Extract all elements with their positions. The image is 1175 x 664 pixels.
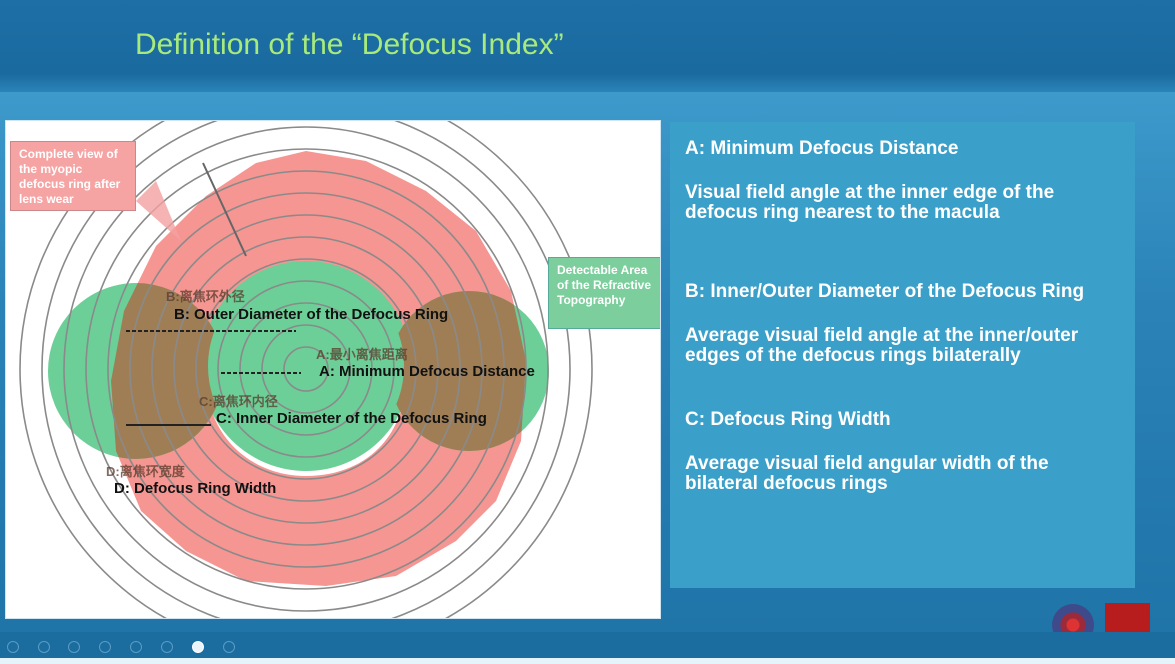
more-options-button[interactable] — [223, 641, 235, 653]
callout-myopic-ring: Complete view of the myopic defocus ring… — [10, 141, 136, 211]
slides-overview-button[interactable] — [99, 641, 111, 653]
slide-title: Definition of the “Defocus Index” — [135, 28, 564, 61]
definitions-panel: A: Minimum Defocus Distance Visual field… — [670, 122, 1135, 588]
subtitles-button[interactable] — [161, 641, 173, 653]
diagram-graphics — [19, 121, 593, 618]
active-tool-button[interactable] — [192, 641, 204, 653]
label-b-chinese: B:离焦环外径 — [166, 289, 245, 304]
zoom-button[interactable] — [130, 641, 142, 653]
callout-detectable-area: Detectable Area of the Refractive Topogr… — [548, 257, 660, 329]
slide-header: Definition of the “Defocus Index” — [0, 0, 1175, 92]
label-d-chinese: D:离焦环宽度 — [106, 464, 185, 479]
visual-field-rings — [19, 121, 593, 618]
label-a-chinese: A:最小离焦距离 — [316, 347, 408, 362]
pen-tool-button[interactable] — [68, 641, 80, 653]
definition-a-heading: A: Minimum Defocus Distance — [685, 138, 959, 159]
myopic-defocus-ring — [111, 151, 526, 586]
defocus-ring-diagram: Complete view of the myopic defocus ring… — [5, 120, 661, 619]
definition-b-text: Average visual field angle at the inner/… — [685, 325, 1079, 366]
label-c: C: Inner Diameter of the Defocus Ring — [216, 410, 487, 427]
previous-slide-button[interactable] — [7, 641, 19, 653]
definition-c-heading: C: Defocus Ring Width — [685, 409, 891, 430]
presentation-toolbar — [0, 632, 1175, 664]
label-c-chinese: C:离焦环内径 — [199, 394, 278, 409]
next-slide-button[interactable] — [38, 641, 50, 653]
label-a: A: Minimum Defocus Distance — [319, 363, 535, 380]
definition-a-text: Visual field angle at the inner edge of … — [685, 182, 1055, 223]
definition-c-text: Average visual field angular width of th… — [685, 453, 1049, 494]
label-b: B: Outer Diameter of the Defocus Ring — [174, 306, 449, 323]
label-d: D: Defocus Ring Width — [114, 480, 277, 497]
definition-b-heading: B: Inner/Outer Diameter of the Defocus R… — [685, 281, 1085, 302]
